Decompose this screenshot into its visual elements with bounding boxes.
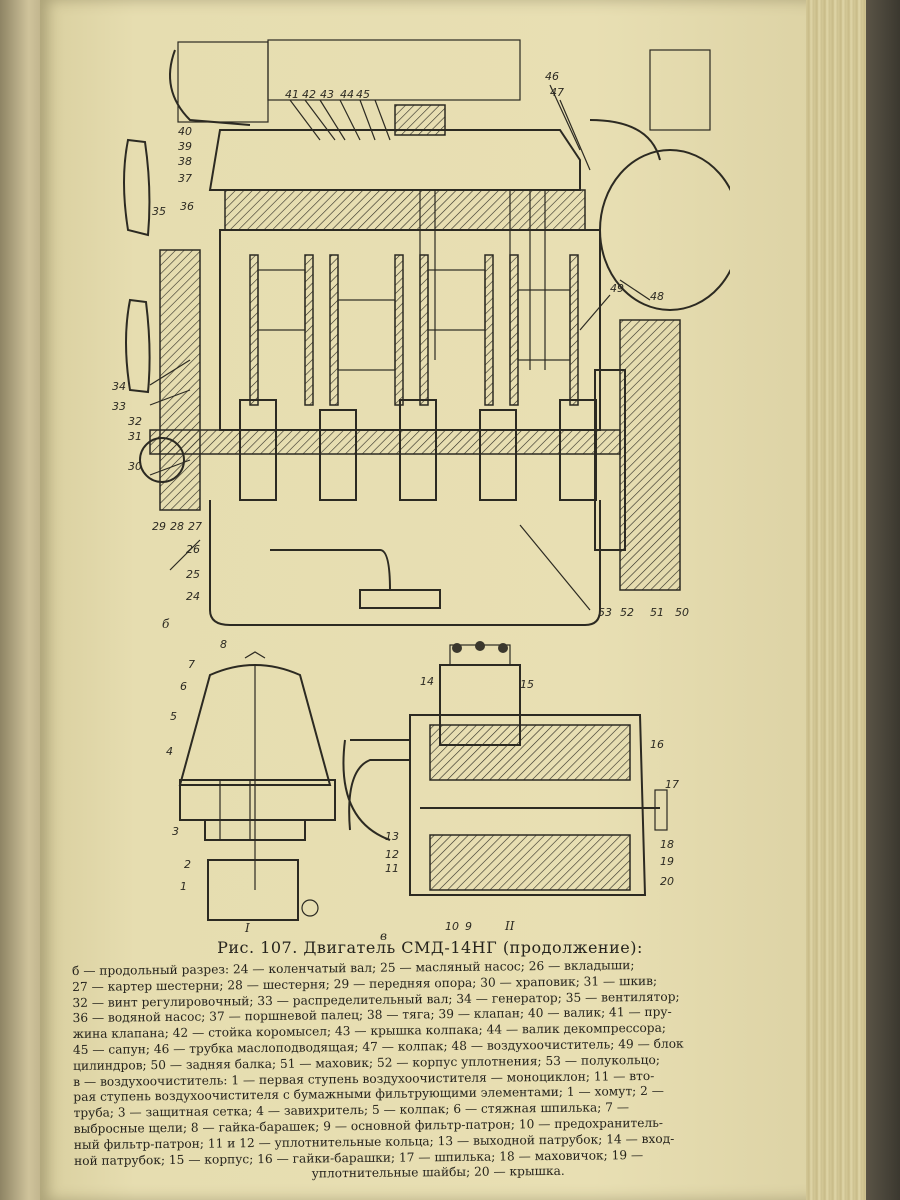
callout-29: 29 (152, 520, 166, 533)
callout-18: 18 (660, 838, 674, 851)
view-label-ii: II (504, 919, 515, 933)
callout-52: 52 (620, 606, 634, 619)
callout-49: 49 (610, 282, 624, 295)
figure-caption: Рис. 107. Двигатель СМД-14НГ (продолжени… (217, 938, 643, 957)
monocyclone-view (178, 651, 336, 921)
callout-5: 5 (170, 710, 177, 723)
callout-9: 9 (465, 920, 472, 933)
page-stack-edge (806, 0, 866, 1200)
callout-30: 30 (128, 460, 142, 473)
callout-12: 12 (385, 848, 399, 861)
callout-36: 36 (180, 200, 194, 213)
callout-46: 46 (545, 70, 559, 83)
air-cleaner-circle (599, 149, 730, 311)
air-cleaner-section: 8 7 6 5 4 3 2 1 13 12 11 14 15 16 17 18 … (166, 640, 679, 940)
callout-32: 32 (128, 415, 142, 428)
callout-3: 3 (172, 825, 179, 838)
callout-41: 41 (285, 88, 299, 101)
bottom-callouts: 8 7 6 5 4 3 2 1 13 12 11 14 15 16 17 18 … (166, 640, 679, 940)
callout-47: 47 (550, 86, 564, 99)
callout-17: 17 (665, 778, 679, 791)
callout-27: 27 (188, 520, 202, 533)
callout-4: 4 (166, 745, 173, 758)
callout-35: 35 (152, 205, 166, 218)
callout-24: 24 (186, 590, 200, 603)
callout-37: 37 (178, 172, 192, 185)
crankshaft (149, 399, 621, 501)
figure-legend: б — продольный разрез: 24 — коленчатый в… (72, 956, 802, 1185)
callout-14: 14 (420, 675, 434, 688)
callout-16: 16 (650, 738, 664, 751)
callout-51: 51 (650, 606, 664, 619)
fan-blade (123, 138, 151, 237)
callout-28: 28 (170, 520, 184, 533)
view-label-v: в (380, 929, 387, 940)
callout-7: 7 (188, 658, 195, 671)
callout-31: 31 (128, 430, 142, 443)
callout-50: 50 (675, 606, 689, 619)
callout-53: 53 (598, 606, 612, 619)
engine-longitudinal-section: 41 42 43 44 45 46 47 48 49 40 39 38 37 3… (112, 39, 730, 630)
callout-2: 2 (184, 858, 191, 871)
callout-45: 45 (356, 88, 370, 101)
callout-48: 48 (650, 290, 664, 303)
callout-1: 1 (180, 880, 187, 893)
callout-8: 8 (220, 640, 227, 651)
background-surface (866, 0, 900, 1200)
callout-20: 20 (660, 875, 674, 888)
two-stage-section (342, 641, 668, 896)
top-callouts: 41 42 43 44 45 46 47 48 49 40 39 38 37 3… (112, 70, 689, 630)
callout-10: 10 (445, 920, 459, 933)
callout-11: 11 (385, 862, 399, 875)
oil-pan (209, 500, 601, 626)
callout-15: 15 (520, 678, 534, 691)
callout-19: 19 (660, 855, 674, 868)
callout-13: 13 (385, 830, 399, 843)
callout-34: 34 (112, 380, 126, 393)
callout-33: 33 (112, 400, 126, 413)
callout-39: 39 (178, 140, 192, 153)
view-label-b: б (162, 617, 170, 630)
view-label-i: I (244, 921, 250, 935)
callout-6: 6 (180, 680, 187, 693)
callout-26: 26 (186, 543, 200, 556)
callout-43: 43 (320, 88, 334, 101)
cylinders (249, 254, 579, 406)
callout-44: 44 (340, 88, 354, 101)
callout-38: 38 (178, 155, 192, 168)
callout-40: 40 (178, 125, 192, 138)
callout-42: 42 (302, 88, 316, 101)
callout-25: 25 (186, 568, 200, 581)
